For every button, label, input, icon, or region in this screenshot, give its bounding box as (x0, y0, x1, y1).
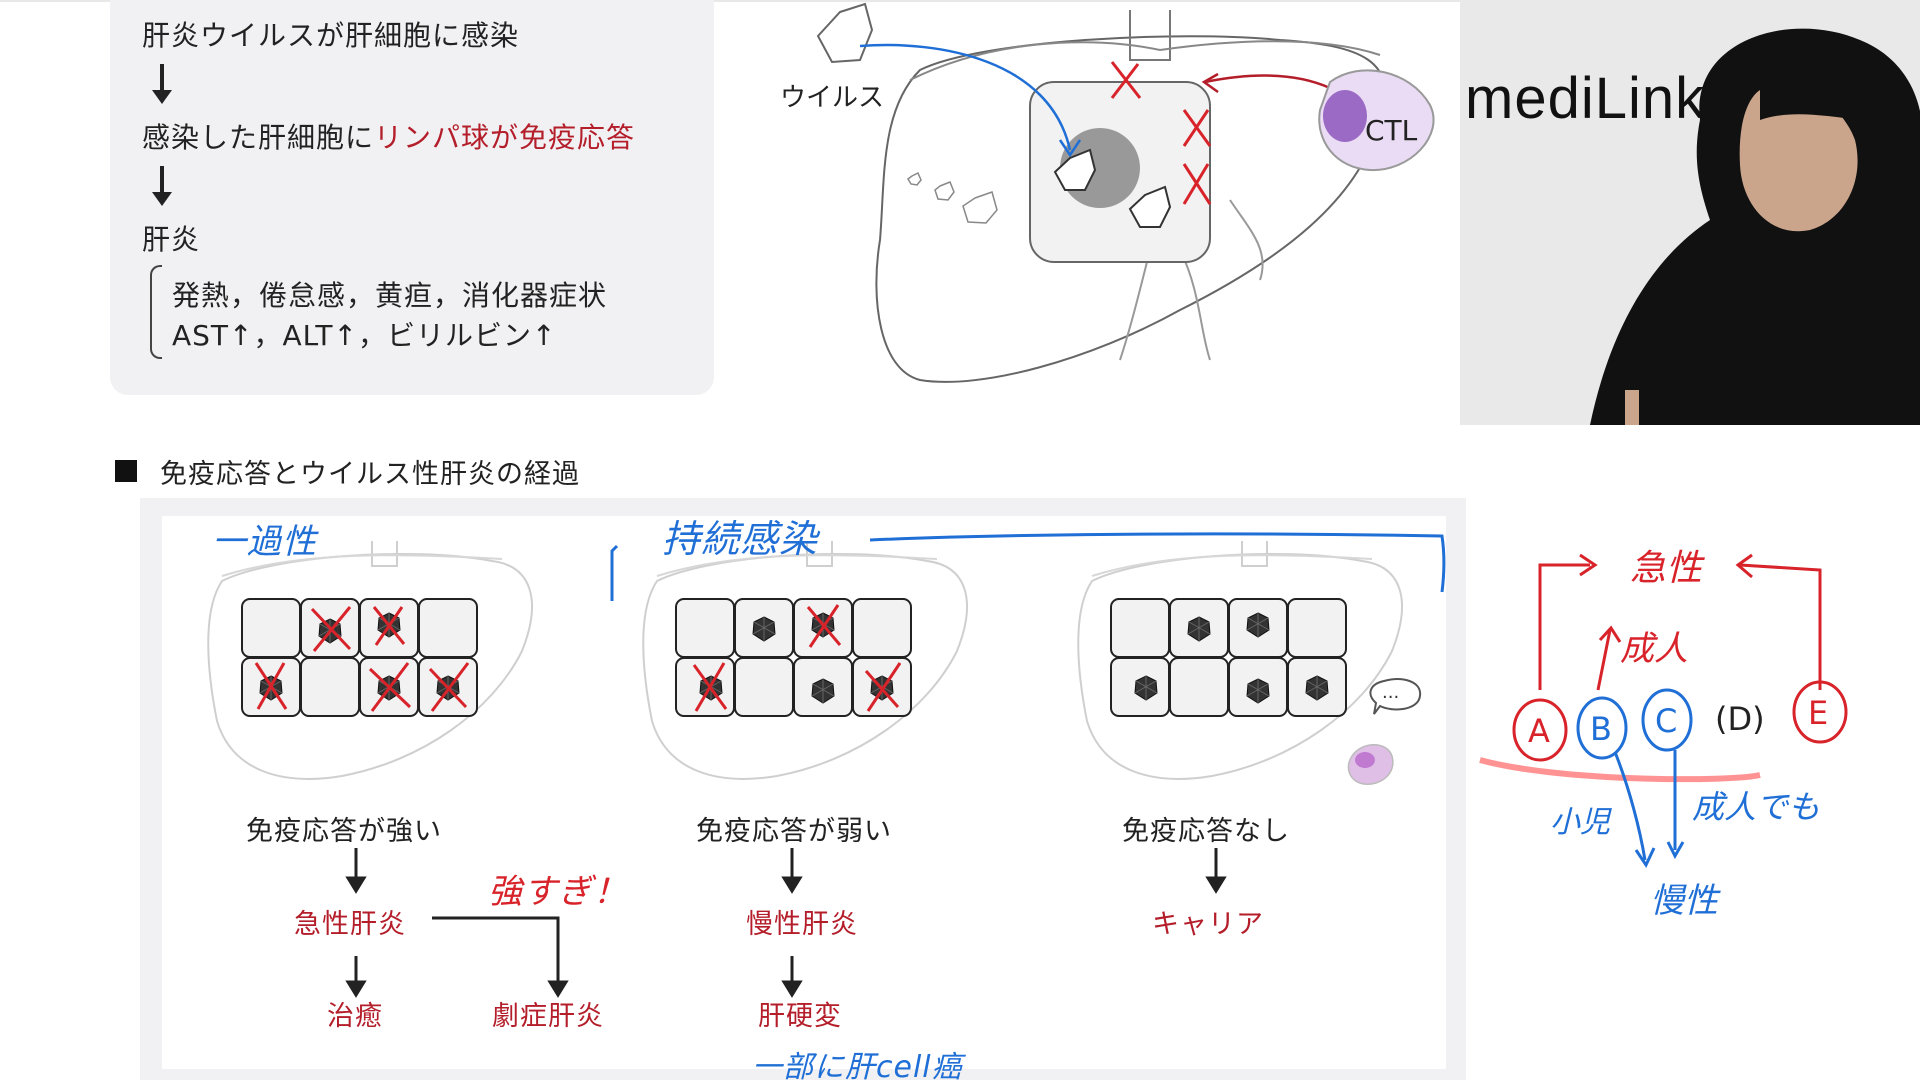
virus-particle-small (934, 181, 955, 201)
infection-arrow (859, 43, 1072, 151)
virus-particle (1053, 148, 1097, 191)
summary-line-hepatitis: 肝炎 (142, 223, 201, 256)
summary-labs: AST↑，ALT↑，ビリルビン↑ (172, 319, 557, 352)
summary-arrow-2 (152, 166, 172, 206)
summary-line-immune: 感染した肝細胞にリンパ球が免疫応答 (142, 116, 635, 156)
speech-bubble-dots: ··· (1382, 687, 1399, 708)
virus-particle-small (907, 171, 922, 186)
section-bullet (115, 460, 137, 482)
speech-bubble (1369, 678, 1422, 715)
outcome-fulminant: 劇症肝炎 (492, 1001, 604, 1032)
cell-grids: ··· (207, 532, 1446, 998)
handwriting-transient: 一過性 (212, 522, 317, 562)
result-acute-hepatitis: 急性肝炎 (294, 909, 406, 940)
summary-symptoms: 発熱，倦怠感，黄疸，消化器症状 (172, 279, 608, 312)
handwriting-adult: 成人 (1620, 629, 1688, 669)
grid-chronic (675, 598, 912, 717)
summary-line-infection: 肝炎ウイルスが肝細胞に感染 (142, 19, 520, 52)
outcome-cirrhosis: 肝硬変 (758, 1001, 842, 1032)
top-divider (0, 0, 1460, 2)
type-a: A (1528, 712, 1550, 750)
handwriting-adult-too: 成人でも (1692, 788, 1820, 826)
type-c: C (1655, 702, 1677, 740)
virus-label: ウイルス (780, 83, 884, 113)
virus-icon (816, 2, 874, 64)
virus-particle-small (962, 191, 998, 224)
handwriting-child: 小児 (1550, 805, 1612, 840)
summary-line-immune-red: リンパ球が免疫応答 (374, 121, 636, 154)
webcam-feed: mediLink (1460, 0, 1920, 425)
outcome-cure: 治癒 (327, 1001, 383, 1032)
attack-marks (1110, 61, 1212, 205)
handwriting-some-hcc: 一部に肝cell癌 (752, 1050, 963, 1085)
type-b: B (1590, 710, 1612, 748)
response-weak: 免疫応答が弱い (696, 816, 892, 847)
response-strong: 免疫応答が強い (246, 816, 442, 847)
handwriting-too-strong: 強すぎ！ (488, 872, 628, 912)
grid-acute (241, 598, 478, 717)
section-title: 免疫応答とウイルス性肝炎の経過 (160, 459, 580, 490)
summary-line-immune-black: 感染した肝細胞に (142, 121, 375, 154)
response-none: 免疫応答なし (1122, 816, 1290, 847)
handwriting-acute: 急性 (1630, 548, 1705, 589)
handwriting-chronic: 慢性 (1650, 881, 1721, 921)
summary-arrow-1 (152, 64, 172, 104)
brand-logo: mediLink (1465, 66, 1706, 131)
course-panel: ··· 免疫応答が強い 急性肝炎 治癒 劇症肝炎 免疫応答が弱い 慢性肝炎 肝硬… (162, 516, 1446, 1085)
result-carrier: キャリア (1152, 909, 1264, 940)
type-d: (D) (1715, 700, 1765, 738)
presenter-figure (1590, 28, 1920, 425)
hepatitis-type-notes: A B C (D) E 急性 成人 小児 成人でも 慢性 (1479, 548, 1848, 921)
flow-arrows (345, 848, 1227, 998)
handwriting-persistent: 持続感染 (662, 517, 819, 561)
ctl-label: CTL (1365, 114, 1418, 147)
summary-box: 肝炎ウイルスが肝細胞に感染 感染した肝細胞にリンパ球が免疫応答 肝炎 発熱，倦怠… (110, 0, 714, 395)
summary-brace (150, 265, 162, 359)
liver-infection-diagram: CTL ウイルス (780, 2, 1435, 383)
persistent-bracket (610, 532, 1446, 601)
type-e: E (1808, 694, 1828, 732)
grid-carrier (1110, 598, 1347, 717)
virus-particle (1128, 185, 1172, 228)
result-chronic-hepatitis: 慢性肝炎 (746, 909, 858, 940)
ctl-nucleus (1323, 90, 1367, 142)
ctl-attack-arrow (1204, 74, 1331, 90)
